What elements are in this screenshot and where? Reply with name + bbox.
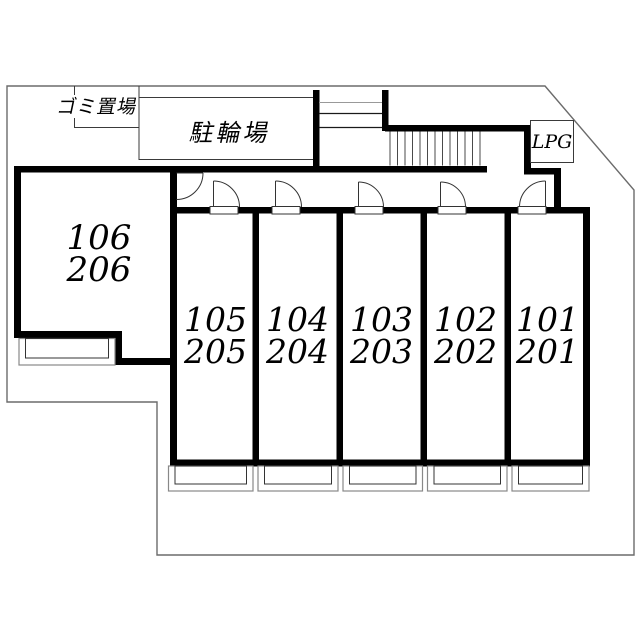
balcony-103	[342, 465, 424, 492]
wall-unit-divider	[504, 207, 511, 466]
balcony-102	[426, 465, 508, 492]
balcony-105	[167, 465, 254, 492]
svg-text:203: 203	[349, 332, 413, 371]
wall-106-left	[14, 166, 21, 338]
door-sill-101	[517, 206, 547, 215]
room-label-104-204: 104 204	[265, 300, 329, 371]
stair-hatch	[389, 131, 481, 166]
door-sills	[209, 206, 547, 215]
door-unit-102	[440, 181, 466, 208]
wall-106-bottom-left	[14, 331, 122, 338]
wall-corridor-north	[14, 166, 487, 173]
door-sill-102	[437, 206, 467, 215]
door-sill-105	[209, 206, 239, 215]
balcony-106	[18, 337, 116, 366]
bicycle-area-label: 駐輪場	[187, 118, 274, 147]
svg-text:105: 105	[184, 300, 247, 339]
property-boundary	[6, 85, 635, 556]
bicycle-area-box	[138, 86, 316, 160]
room-label-103-203: 103 203	[349, 300, 413, 371]
walls	[14, 125, 590, 467]
lpg-label: LPG	[531, 131, 573, 153]
wall-unit-divider	[420, 207, 427, 466]
svg-text:104: 104	[266, 300, 329, 339]
svg-text:201: 201	[515, 332, 579, 371]
svg-text:101: 101	[516, 300, 579, 339]
svg-text:103: 103	[350, 300, 413, 339]
room-label-101-201: 101 201	[515, 300, 579, 371]
wall-unit-divider-west	[170, 166, 177, 466]
wall-unit-divider	[252, 207, 259, 466]
garbage-area-label: ゴミ置場	[55, 95, 140, 118]
wall-entry-east-v	[524, 125, 531, 174]
lpg-box	[530, 120, 574, 163]
door-sill-103	[354, 206, 384, 215]
balcony-101	[511, 465, 590, 492]
wall-entry-step-h	[524, 168, 561, 175]
wall-unit-divider-east	[583, 207, 590, 466]
room-labels: 106 206 105 205 104 204 103 203 102 202 …	[66, 218, 579, 371]
stair-wall-left	[313, 90, 320, 167]
wall-106-bottom-right	[115, 358, 177, 365]
door-unit-104	[275, 180, 302, 208]
svg-text:205: 205	[183, 332, 247, 371]
balconies	[18, 337, 590, 492]
door-corridor-west	[176, 172, 204, 200]
wall-unit-divider	[336, 207, 343, 466]
door-unit-101	[519, 180, 546, 208]
room-label-106-206: 106 206	[66, 218, 132, 290]
svg-text:202: 202	[433, 332, 497, 371]
svg-text:206: 206	[66, 250, 132, 290]
svg-text:102: 102	[434, 300, 497, 339]
wall-entry-step-v	[554, 168, 561, 213]
wall-units-bottom	[170, 459, 590, 467]
staircase	[313, 90, 481, 167]
door-unit-103	[358, 181, 384, 208]
balcony-104	[257, 465, 339, 492]
garbage-label-backdrop	[54, 95, 138, 118]
room-label-102-202: 102 202	[433, 300, 497, 371]
door-unit-105	[213, 180, 240, 208]
door-sill-104	[271, 206, 301, 215]
wall-stair-north	[385, 125, 531, 132]
svg-text:204: 204	[265, 332, 329, 371]
stair-wall-right	[382, 90, 389, 131]
wall-106-step-v	[115, 331, 122, 365]
svg-text:106: 106	[67, 218, 132, 258]
door-swings	[176, 172, 546, 208]
room-label-105-205: 105 205	[183, 300, 247, 371]
